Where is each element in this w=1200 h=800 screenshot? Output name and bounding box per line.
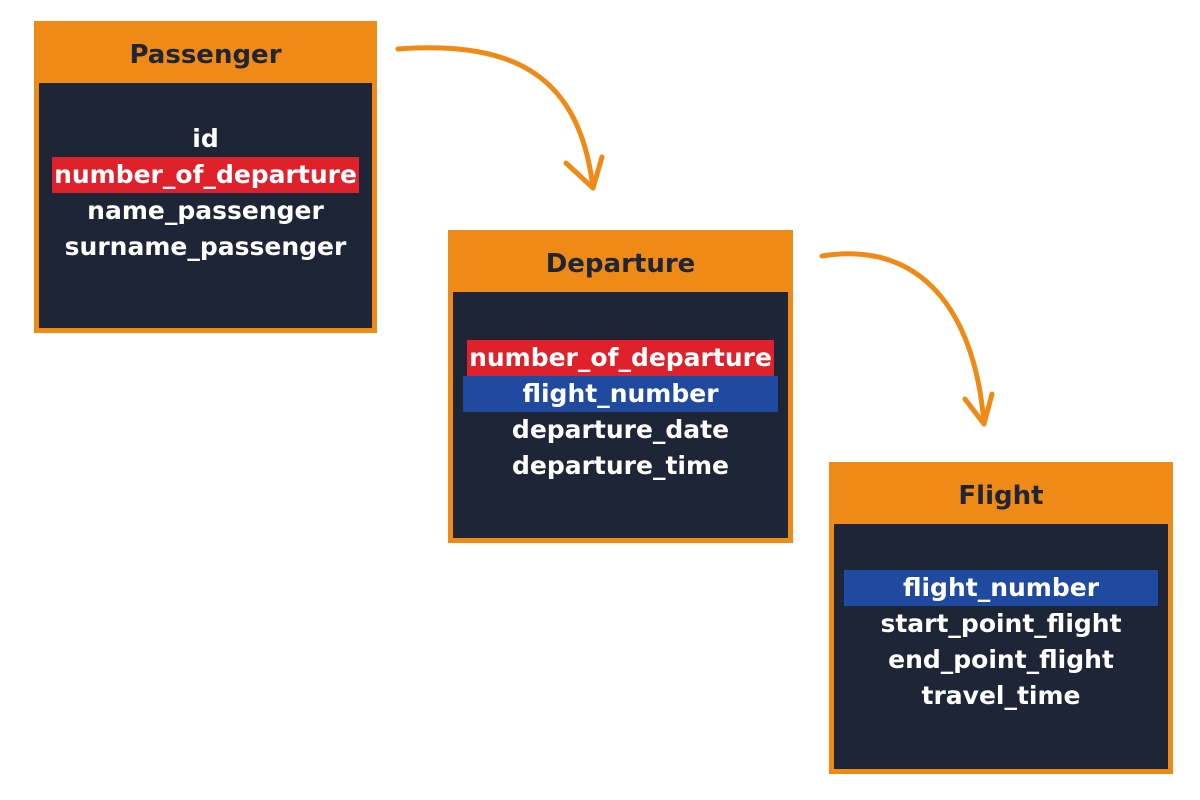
departure-table: Departure number_of_departure flight_num…: [448, 230, 793, 543]
flight-table-title: Flight: [834, 467, 1168, 524]
passenger-table-title: Passenger: [39, 26, 372, 83]
arrow-departure-to-flight: [819, 251, 995, 427]
field-start-point-flight: start_point_flight: [880, 609, 1122, 638]
field-departure-date: departure_date: [511, 415, 730, 444]
field-id: id: [192, 124, 219, 153]
departure-field-list: number_of_departure flight_number depart…: [463, 340, 778, 484]
field-departure-time: departure_time: [511, 451, 729, 480]
arrow-passenger-to-departure: [395, 45, 605, 191]
field-surname-passenger: surname_passenger: [64, 232, 347, 261]
flight-field-list: flight_number start_point_flight end_poi…: [844, 570, 1158, 714]
field-end-point-flight: end_point_flight: [888, 645, 1114, 674]
flight-table: Flight flight_number start_point_flight …: [829, 462, 1173, 774]
field-travel-time: travel_time: [921, 681, 1081, 710]
field-name-passenger: name_passenger: [87, 196, 324, 225]
departure-table-title: Departure: [453, 235, 788, 292]
field-flight-number-fk: flight_number: [463, 376, 778, 412]
passenger-field-list: id number_of_departure name_passenger su…: [49, 121, 362, 265]
field-number-of-departure-pk: number_of_departure: [467, 340, 774, 376]
field-flight-number-pk: flight_number: [844, 570, 1158, 606]
field-number-of-departure-fk: number_of_departure: [52, 157, 359, 193]
passenger-table: Passenger id number_of_departure name_pa…: [34, 21, 377, 333]
